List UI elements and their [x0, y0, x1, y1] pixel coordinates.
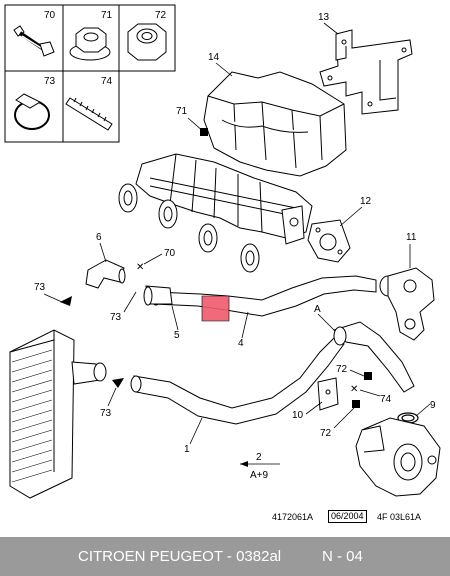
- arrow-icon: [112, 378, 124, 388]
- bracket-10-icon: [317, 377, 339, 411]
- arrow-icon: [60, 296, 72, 306]
- legend-grid: [4, 4, 176, 143]
- highlight-marker: [202, 296, 229, 321]
- nut-marker-icon: [200, 128, 208, 136]
- label-A: A: [314, 304, 321, 315]
- label-6: 6: [96, 232, 102, 243]
- bracket-icon: [319, 29, 413, 115]
- label-70: 70: [164, 248, 176, 259]
- nut-icon: [127, 23, 167, 61]
- heat-shield-icon: [203, 71, 347, 177]
- label-72-lower: 72: [320, 428, 332, 439]
- diagram-id: 4172061A: [272, 512, 314, 522]
- label-72-upper: 72: [336, 364, 348, 375]
- label-2-sub: A+9: [250, 470, 269, 481]
- label-73-left: 73: [34, 282, 46, 293]
- intercooler-icon: [9, 329, 75, 499]
- elbow-hose-icon: [85, 259, 126, 289]
- nut-marker-icon: [352, 400, 360, 408]
- label-2: 2: [256, 452, 262, 463]
- coupling-5-icon: [143, 285, 173, 306]
- arrow-icon: [240, 461, 248, 467]
- label-73-mid: 73: [110, 312, 122, 323]
- diagram-date: 06/2004: [328, 510, 367, 523]
- label-11: 11: [406, 232, 417, 243]
- cross-marker-icon: ✕: [350, 384, 358, 395]
- connector-hose-icon: [333, 321, 415, 393]
- stud-icon: [65, 97, 113, 131]
- label-12: 12: [360, 196, 372, 207]
- label-1: 1: [184, 444, 190, 455]
- label-9: 9: [430, 400, 436, 411]
- footer-page: N - 04: [322, 548, 363, 565]
- gasket-icon: [307, 219, 351, 263]
- label-74-box: 74: [101, 76, 113, 87]
- nut-marker-icon: [364, 372, 372, 380]
- hose-clamp-icon: [14, 93, 50, 130]
- pipe-1-icon: [130, 333, 345, 425]
- bolt-icon: [13, 25, 55, 57]
- label-73-lower: 73: [100, 408, 112, 419]
- label-74: 74: [380, 394, 392, 405]
- pipe-4-icon: [151, 275, 377, 317]
- label-14: 14: [208, 52, 220, 63]
- label-71: 71: [176, 106, 188, 117]
- label-72-box: 72: [155, 10, 167, 21]
- footer-bar: CITROEN PEUGEOT - 0382al N - 04: [0, 537, 450, 576]
- intercooler-outlet-icon: [71, 361, 107, 385]
- footer-title: CITROEN PEUGEOT - 0382al: [78, 548, 282, 565]
- label-73-box: 73: [44, 76, 56, 87]
- exhaust-manifold-icon: [118, 153, 313, 273]
- outlet-housing-icon: [379, 267, 435, 341]
- label-4: 4: [238, 338, 244, 349]
- diagram-code: 4F 03L61A: [377, 512, 422, 522]
- flange-nut-icon: [69, 27, 111, 61]
- cross-marker-icon: ✕: [136, 262, 144, 273]
- label-70-box: 70: [44, 10, 56, 21]
- label-13: 13: [318, 12, 330, 23]
- turbocharger-icon: [355, 417, 441, 497]
- label-71-box: 71: [101, 10, 113, 21]
- label-5: 5: [174, 330, 180, 341]
- label-10: 10: [292, 410, 304, 421]
- intercooler-fins-icon: [11, 349, 53, 483]
